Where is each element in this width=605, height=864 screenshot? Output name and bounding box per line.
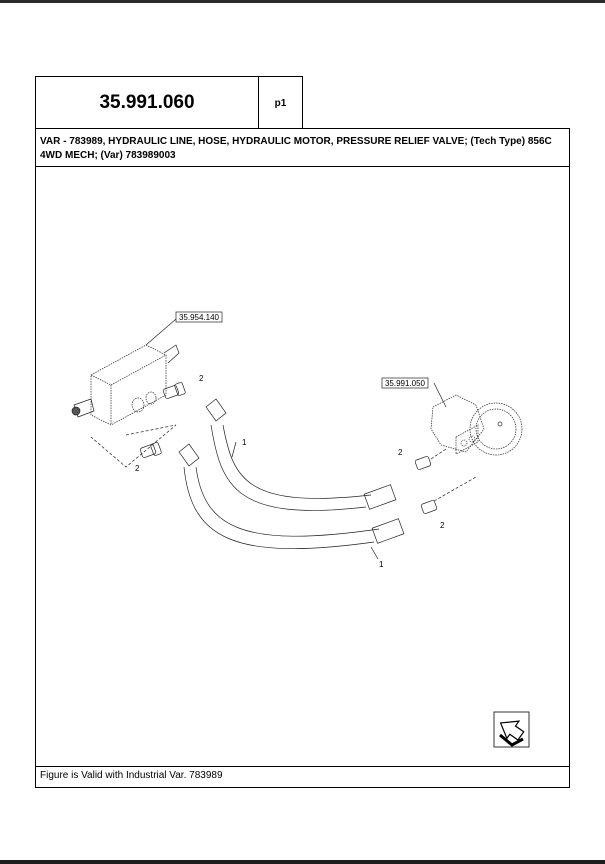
validity-note: Figure is Valid with Industrial Var. 783… xyxy=(36,766,569,787)
callout-hose-lower: 1 xyxy=(379,560,384,569)
page-number: p1 xyxy=(274,97,287,109)
fitting-motor-lower-drawing xyxy=(420,500,438,514)
callout-fitting-motor-lower: 2 xyxy=(440,521,445,530)
document-frame: VAR - 783989, HYDRAULIC LINE, HOSE, HYDR… xyxy=(35,128,570,788)
header-box: 35.991.060 p1 xyxy=(35,76,303,129)
callout-valve-ref: 35.954.140 xyxy=(175,311,223,323)
figure-title: VAR - 783989, HYDRAULIC LINE, HOSE, HYDR… xyxy=(36,129,569,167)
figure-title-line1: VAR - 783989, HYDRAULIC LINE, HOSE, HYDR… xyxy=(40,136,552,147)
callout-motor-ref: 35.991.050 xyxy=(381,377,429,389)
relief-valve-drawing xyxy=(71,344,186,468)
hose-upper-drawing xyxy=(205,398,397,511)
next-page-arrow-icon[interactable] xyxy=(493,711,530,748)
fitting-valve-lower-drawing xyxy=(139,442,162,458)
fitting-valve-upper-drawing xyxy=(162,382,186,399)
reference-number: 35.991.060 xyxy=(36,77,259,129)
callout-fitting-valve-lower: 2 xyxy=(135,464,140,473)
callout-fitting-motor-upper: 2 xyxy=(398,448,403,457)
parts-diagram: 35.954.140 35.991.050 2 2 1 1 2 2 xyxy=(36,167,569,766)
callout-valve-ref-label: 35.954.140 xyxy=(179,313,220,322)
figure-title-line2: 4WD MECH; (Var) 783989003 xyxy=(40,150,176,161)
hose-lower-drawing xyxy=(178,443,405,549)
callout-motor-ref-label: 35.991.050 xyxy=(385,379,426,388)
callout-fitting-valve-upper: 2 xyxy=(199,374,204,383)
fitting-motor-upper-drawing xyxy=(414,456,432,470)
callout-hose-upper: 1 xyxy=(242,438,247,447)
top-border xyxy=(0,0,605,3)
hydraulic-motor-drawing xyxy=(430,394,523,456)
parts-diagram-svg: 35.954.140 35.991.050 2 2 1 1 2 2 xyxy=(71,311,530,748)
bottom-border xyxy=(0,860,605,864)
